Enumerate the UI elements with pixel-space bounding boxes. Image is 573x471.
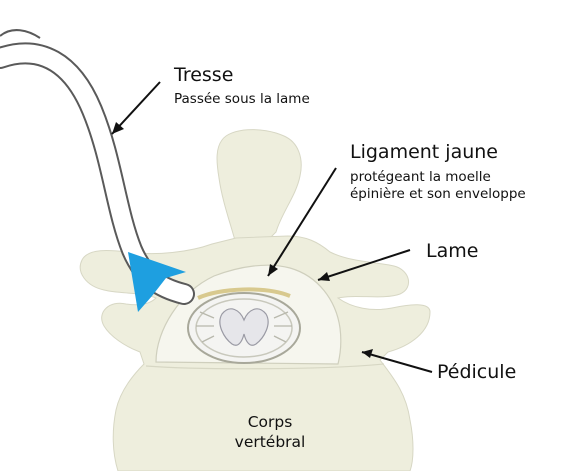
ligament-label: Ligament jaune xyxy=(350,141,498,163)
ligament-sublabel-2: épinière et son enveloppe xyxy=(350,186,526,203)
corps-line-2: vertébral xyxy=(226,432,314,452)
tresse-sublabel: Passée sous la lame xyxy=(174,91,310,108)
corps-line-1: Corps xyxy=(226,412,314,432)
pedicule-label: Pédicule xyxy=(437,361,516,383)
spinous-process xyxy=(217,130,301,246)
lame-label: Lame xyxy=(426,240,478,262)
corps-vertebral-label: Corps vertébral xyxy=(226,412,314,452)
ligament-sublabel-1: protégeant la moelle xyxy=(350,169,491,186)
wire-upper-strand xyxy=(0,30,40,38)
tresse-label: Tresse xyxy=(174,64,233,86)
